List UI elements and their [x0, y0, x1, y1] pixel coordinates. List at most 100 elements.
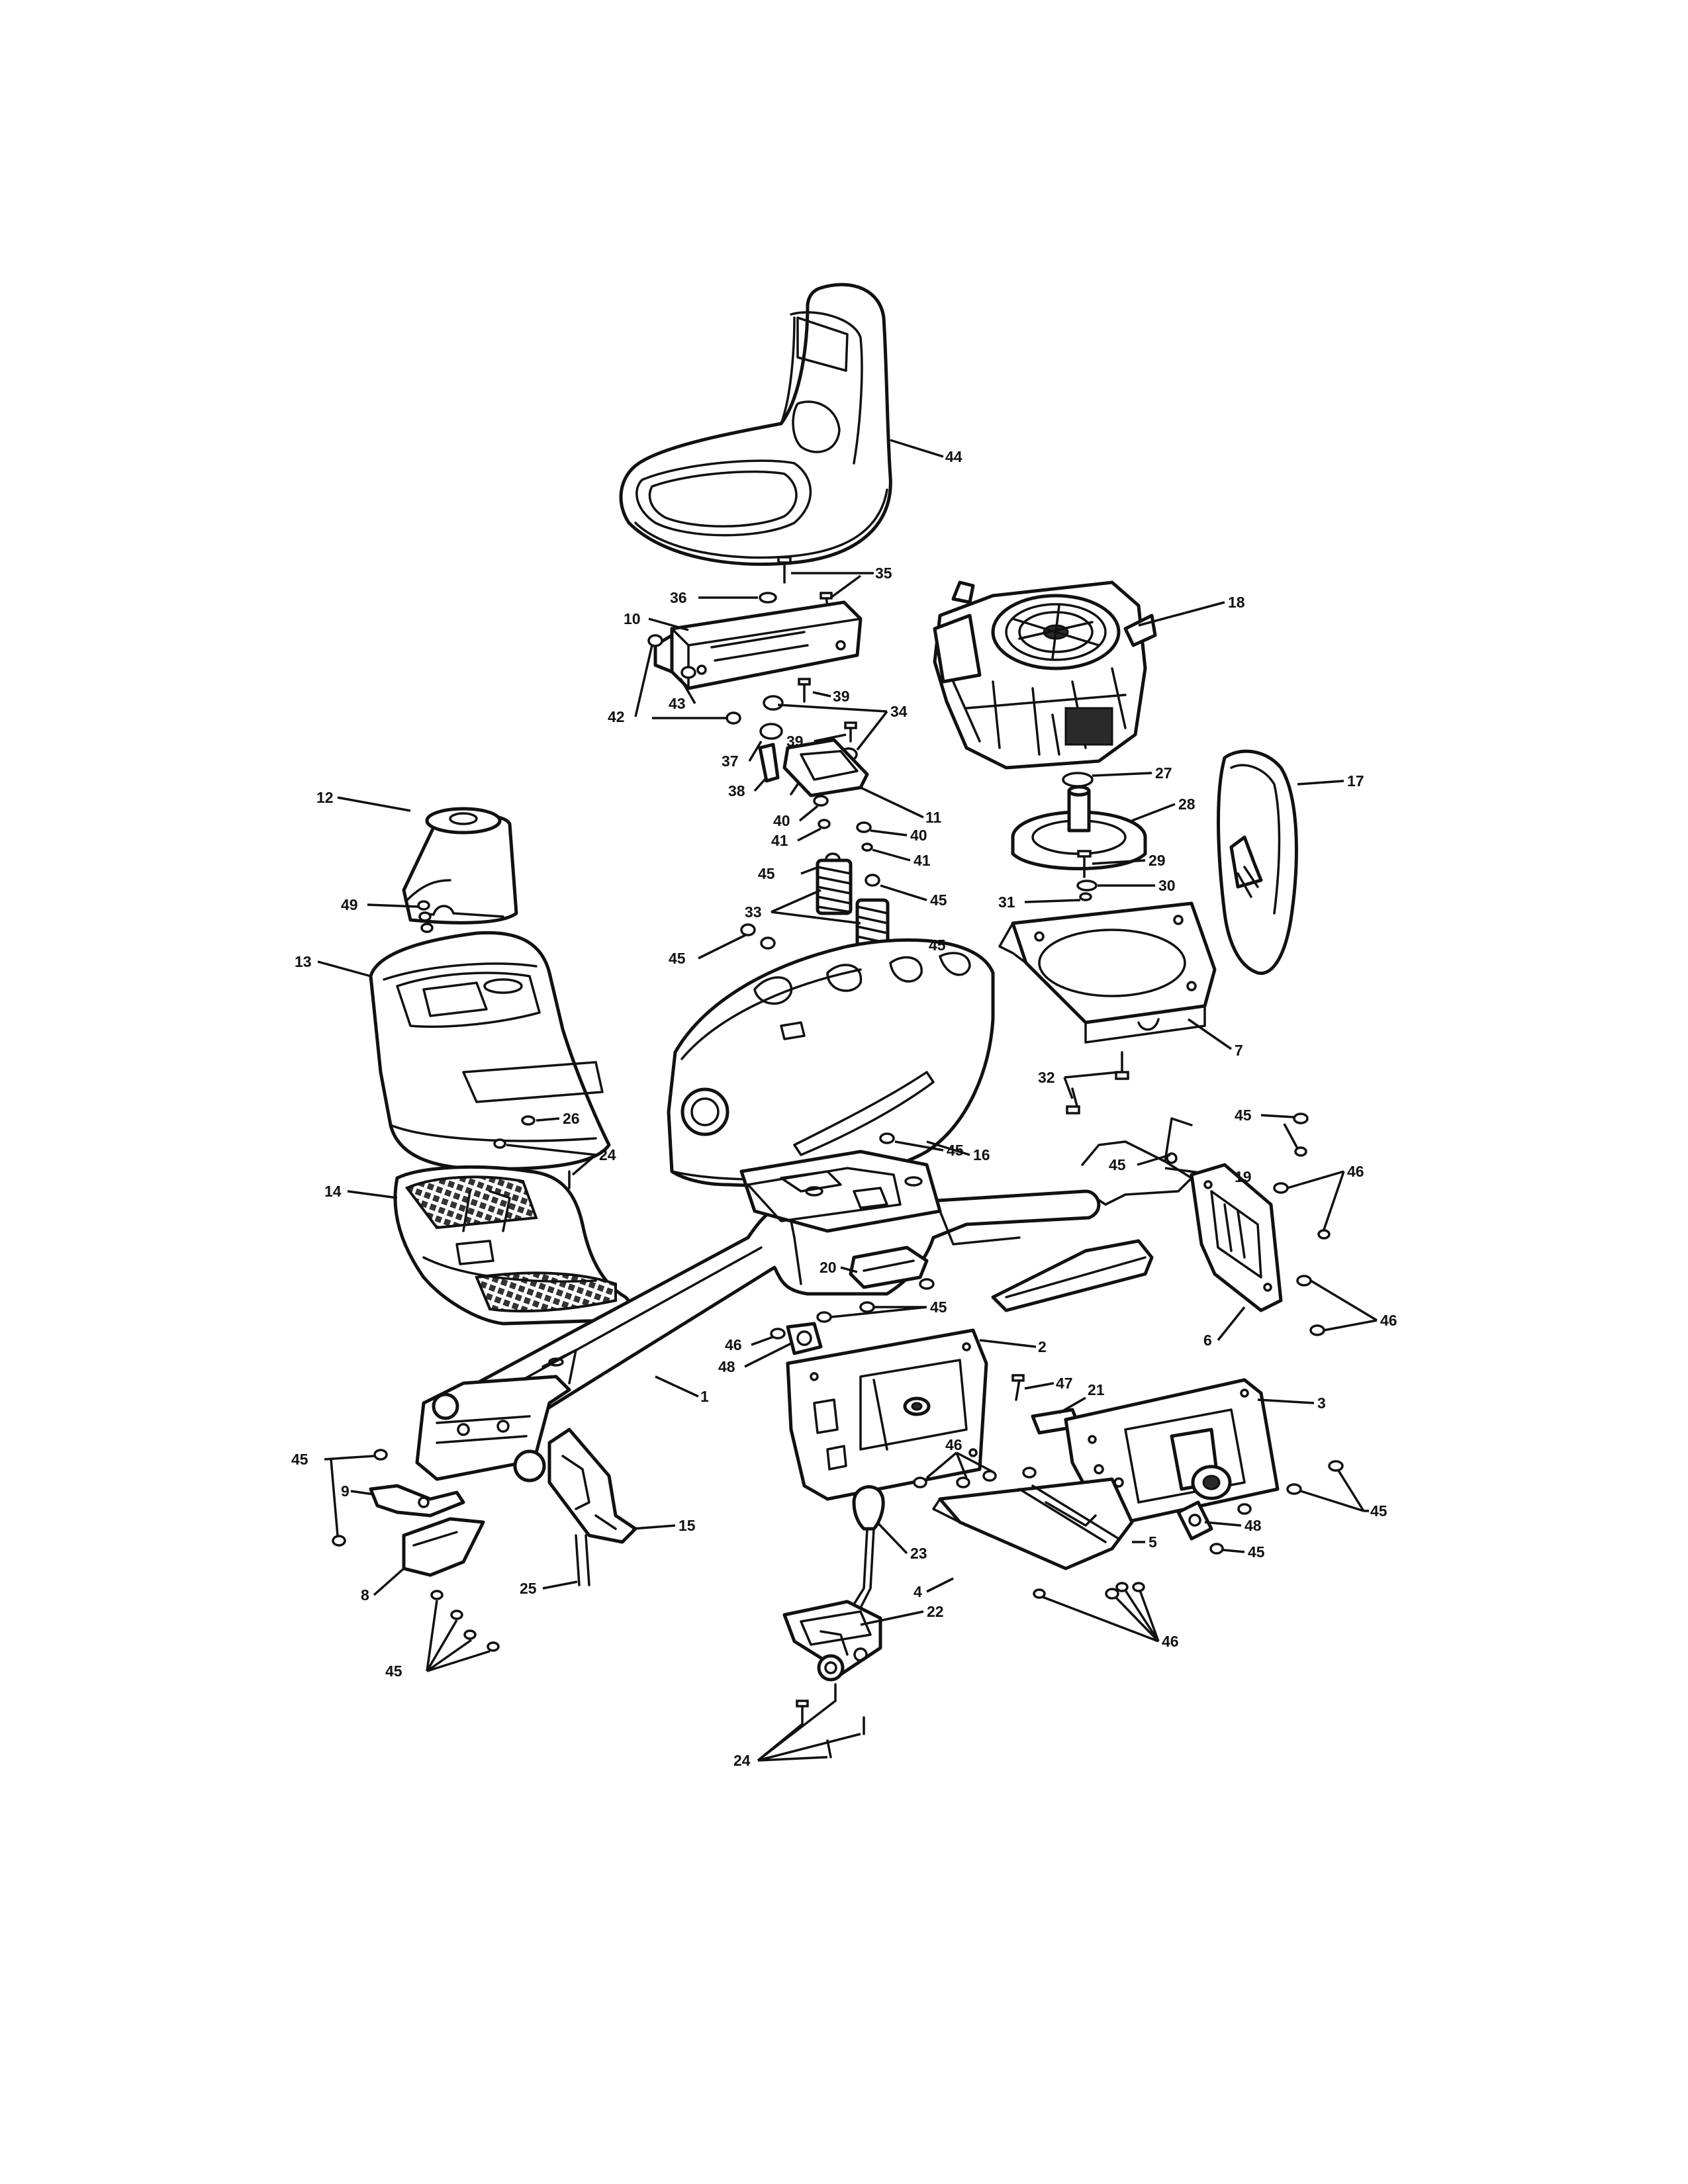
callout-46-bottom: 46: [1162, 1633, 1179, 1650]
callout-45-spring-right: 45: [930, 891, 947, 909]
callout-48-left: 48: [718, 1358, 735, 1375]
callout-28: 28: [1178, 796, 1196, 813]
callout-45-hood-right: 45: [929, 936, 946, 954]
callout-44: 44: [945, 448, 962, 465]
engine-plate-part: [998, 901, 1217, 1044]
callout-42: 42: [608, 708, 625, 725]
nuts-46-right: [1273, 1182, 1331, 1336]
springs-33: [816, 858, 890, 948]
callout-23: 23: [910, 1545, 927, 1562]
callout-40-left: 40: [773, 812, 790, 829]
screws-26-24-left: [493, 1115, 571, 1189]
callout-5: 5: [1149, 1533, 1157, 1551]
callout-38: 38: [728, 782, 745, 799]
bolts-32: [1066, 1051, 1129, 1115]
bearing-plate-48-left: [786, 1322, 823, 1355]
rod-19: [1081, 1117, 1193, 1206]
callout-18: 18: [1228, 594, 1245, 611]
screws-49: [417, 900, 434, 933]
callout-46-frame: 46: [725, 1336, 742, 1353]
callout-33: 33: [745, 903, 762, 921]
nut-45-rod: [1293, 1113, 1309, 1157]
engine-part: [933, 580, 1157, 770]
callout-26: 26: [563, 1110, 580, 1127]
bracket-5-4: [932, 1477, 1134, 1570]
callout-4: 4: [914, 1583, 922, 1600]
callout-21: 21: [1088, 1381, 1105, 1398]
screws-24-lower: [796, 1683, 865, 1758]
callout-41-left: 41: [771, 832, 788, 849]
knob-23: [846, 1485, 885, 1619]
side-cover-right-part: [1217, 749, 1298, 976]
callout-6: 6: [1203, 1332, 1212, 1349]
bracket-9: [369, 1484, 465, 1518]
callout-2: 2: [1038, 1338, 1047, 1355]
callout-17: 17: [1347, 772, 1364, 790]
callout-39-mid: 39: [786, 733, 804, 750]
callout-45-frame: 45: [930, 1298, 947, 1316]
callout-22: 22: [927, 1603, 944, 1620]
nuts-46-45-mid: [770, 1278, 935, 1340]
callout-34: 34: [890, 703, 908, 720]
callout-15: 15: [679, 1517, 696, 1534]
callout-45-right-lower: 45: [1370, 1502, 1387, 1520]
nut-36: [759, 592, 777, 604]
seat-part: [619, 283, 892, 566]
callout-41-right: 41: [914, 852, 931, 869]
main-frame-part: [415, 1150, 1154, 1482]
callout-20: 20: [820, 1259, 837, 1276]
callout-10: 10: [624, 610, 641, 627]
callout-7: 7: [1235, 1042, 1243, 1059]
callout-25: 25: [520, 1580, 537, 1597]
callout-29: 29: [1149, 852, 1166, 869]
callout-30: 30: [1158, 877, 1176, 894]
callout-40-right: 40: [910, 827, 927, 844]
callout-46-center: 46: [945, 1436, 962, 1453]
callout-45-left-lower: 45: [385, 1662, 402, 1680]
column-cover-part: [402, 807, 518, 925]
callout-11: 11: [925, 809, 942, 826]
callout-1: 1: [700, 1388, 709, 1405]
callout-13: 13: [295, 953, 312, 970]
callout-27: 27: [1155, 764, 1172, 782]
callout-43: 43: [669, 695, 686, 712]
callout-14: 14: [324, 1183, 342, 1200]
callout-45-left-upper: 45: [291, 1451, 308, 1468]
callout-labels: 44 35 36 10 18 39 43 42 34 39 37 38 11 2…: [291, 448, 1397, 1769]
cover-8: [402, 1517, 485, 1577]
side-plate-left-part: [786, 1328, 988, 1501]
callout-45-rod-right: 45: [1235, 1107, 1252, 1124]
callout-45-right-bottom: 45: [1248, 1543, 1265, 1561]
washers-40-41: [813, 795, 873, 852]
bolt-29: [1077, 850, 1092, 878]
callout-46-right-upper: 46: [1347, 1163, 1364, 1180]
callout-36: 36: [670, 589, 687, 606]
fender-hood-part: [667, 938, 995, 1187]
callout-24-lower: 24: [733, 1752, 751, 1769]
callout-19: 19: [1235, 1168, 1252, 1185]
callout-45-spring-left: 45: [758, 865, 775, 882]
callout-32: 32: [1038, 1069, 1055, 1086]
washer-30-31: [1076, 880, 1098, 901]
callout-47: 47: [1056, 1375, 1073, 1392]
nut-45-hood: [879, 1132, 895, 1144]
callout-48-right: 48: [1244, 1517, 1262, 1534]
nuts-46-lower: [1033, 1582, 1145, 1600]
callout-31: 31: [998, 893, 1015, 911]
callout-24-upper: 24: [599, 1146, 616, 1163]
key-27: [1062, 772, 1094, 788]
mount-plate-6-part: [1190, 1163, 1283, 1312]
bracket-15: [547, 1428, 637, 1544]
dash-panel-part: [369, 931, 611, 1171]
bolt-39-mid: [844, 721, 857, 743]
nuts-45-left: [332, 1449, 500, 1652]
callout-12: 12: [316, 789, 334, 806]
callout-39-top: 39: [833, 688, 850, 705]
callout-46-right-lower: 46: [1380, 1312, 1397, 1329]
callout-3: 3: [1317, 1394, 1326, 1412]
callout-49: 49: [341, 896, 358, 913]
footrest-part: [393, 1165, 633, 1326]
callout-9: 9: [341, 1482, 350, 1500]
callout-37: 37: [722, 752, 739, 770]
